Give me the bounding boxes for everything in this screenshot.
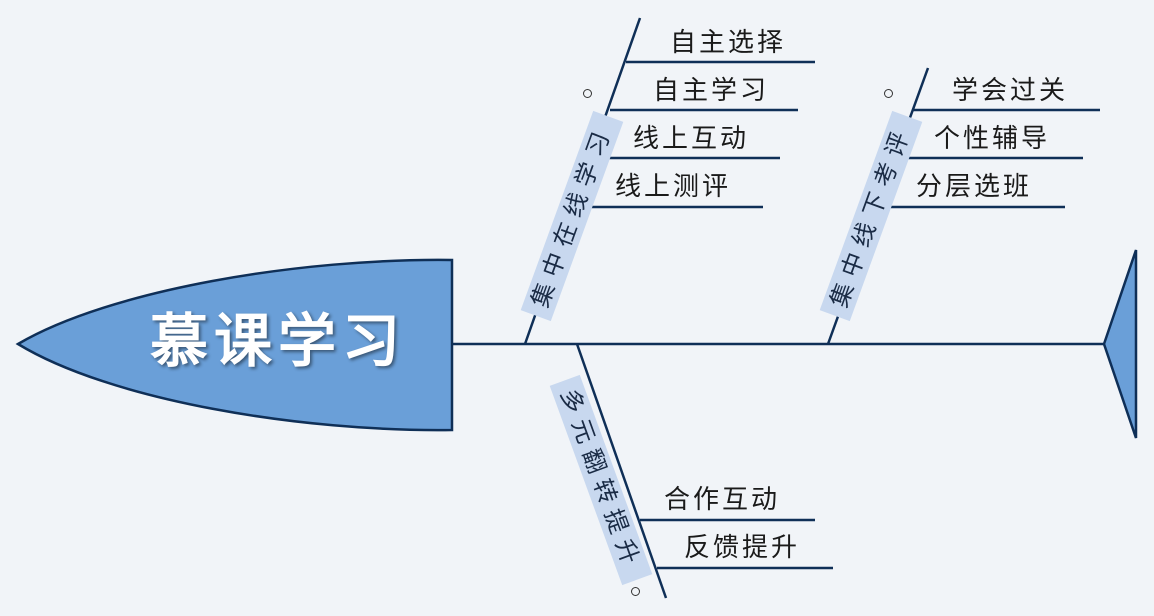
leaf-online-1: 自主选择 <box>670 28 787 58</box>
leaf-offline-3: 分层选班 <box>916 172 1033 202</box>
leaf-online-4: 线上测评 <box>615 172 732 202</box>
leaf-offline-1: 学会过关 <box>952 76 1069 106</box>
fish-tail-shape <box>1102 249 1138 439</box>
branch-bone-flip <box>575 343 668 599</box>
branch-marker-offline <box>884 89 893 98</box>
fish-head-shape <box>15 258 454 432</box>
head-title: 慕课学习 <box>150 307 407 375</box>
leaf-flip-1: 合作互动 <box>664 485 781 515</box>
leaf-online-3: 线上互动 <box>633 124 750 154</box>
leaf-offline-2: 个性辅导 <box>934 124 1051 154</box>
branch-marker-flip <box>631 587 640 596</box>
leaf-flip-2: 反馈提升 <box>684 533 801 563</box>
leaf-online-2: 自主学习 <box>653 76 770 106</box>
branch-marker-online <box>583 89 592 98</box>
